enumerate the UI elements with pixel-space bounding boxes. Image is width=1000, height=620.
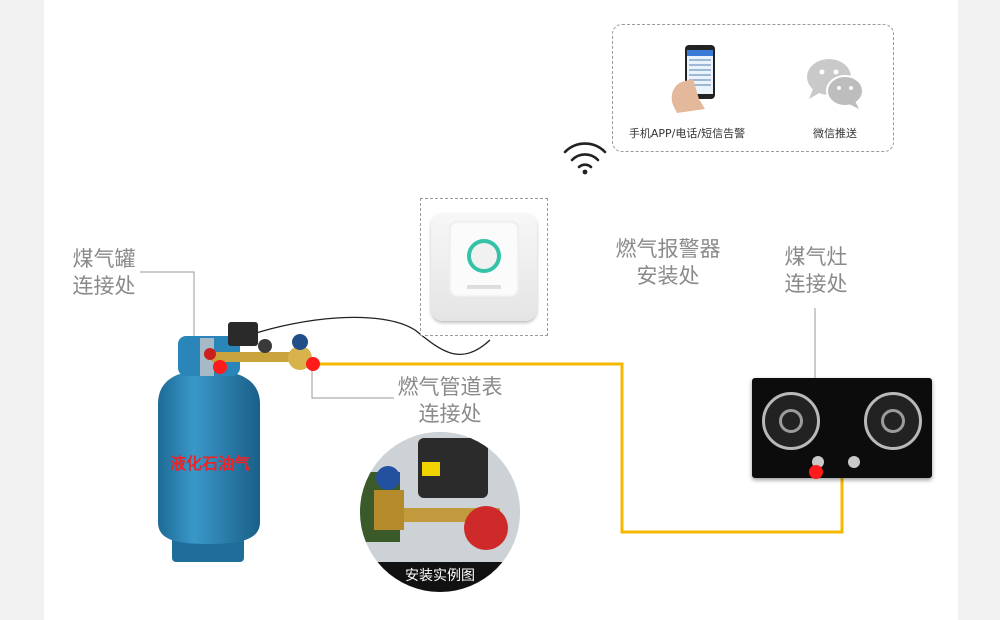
wechat-push-caption: 微信推送 — [813, 127, 857, 140]
cylinder-connection-line1: 煤气罐 — [72, 247, 136, 271]
stove-connection-marker — [809, 465, 823, 479]
detector-vent — [467, 285, 501, 289]
stove-knob-right — [848, 456, 860, 468]
stove-connection-line1: 煤气灶 — [784, 245, 848, 269]
meter-connection-label: 燃气管道表 连接处 — [390, 374, 510, 428]
meter-connection-line2: 连接处 — [418, 402, 482, 426]
wifi-icon — [563, 142, 607, 175]
meter-connection-marker — [306, 357, 320, 371]
installation-example-photo: 安装实例图 — [360, 432, 520, 592]
stove-connection-label: 煤气灶 连接处 — [774, 244, 858, 298]
cylinder-connection-marker — [213, 360, 227, 374]
alarm-install-line2: 安装处 — [636, 264, 700, 288]
phone-icon — [671, 45, 715, 113]
wechat-icon — [807, 59, 864, 109]
cylinder-lpg-label: 液化石油气 — [169, 454, 250, 473]
gas-detector-frame — [420, 198, 548, 336]
alarm-install-line1: 燃气报警器 — [615, 237, 721, 261]
meter-connection-line1: 燃气管道表 — [397, 375, 503, 399]
alarm-install-label: 燃气报警器 安装处 — [604, 236, 732, 290]
cylinder-connection-line2: 连接处 — [72, 274, 136, 298]
gas-detector — [431, 213, 537, 321]
phone-alert-caption: 手机APP/电话/短信告警 — [628, 127, 746, 140]
burner-left-icon — [762, 392, 820, 450]
burner-right-icon — [864, 392, 922, 450]
detector-cable — [249, 316, 491, 355]
stove-connection-line2: 连接处 — [784, 272, 848, 296]
detector-indicator-ring-icon — [467, 239, 501, 273]
gas-stove — [752, 378, 932, 478]
inset-caption: 安装实例图 — [360, 562, 520, 592]
leader-cylinder — [140, 271, 195, 340]
leader-meter — [311, 368, 394, 399]
alert-panel: 手机APP/电话/短信告警 微信推送 — [612, 24, 894, 152]
cylinder-connection-label: 煤气罐 连接处 — [64, 246, 144, 300]
gas-detector-face — [449, 221, 519, 297]
gas-pipe — [312, 362, 844, 534]
gas-cylinder — [158, 322, 312, 562]
